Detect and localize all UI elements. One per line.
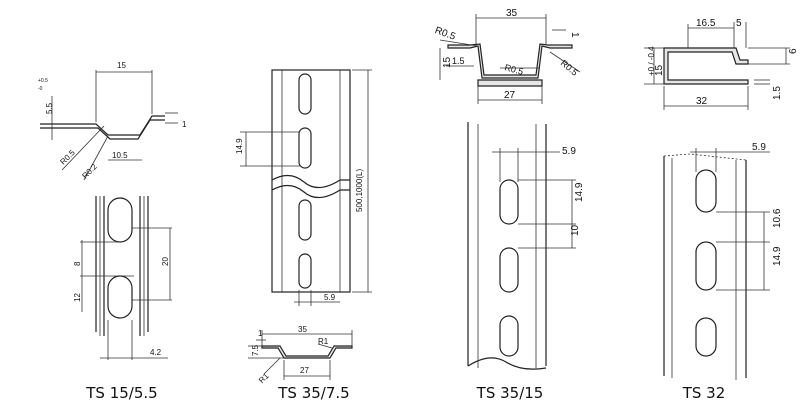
ts15-thickness: 1 [182,120,187,129]
ts32-height: 15 [654,64,665,76]
ts35-75-r1: R1 [318,337,329,346]
ts32-slot-len: 14.9 [772,246,783,266]
ts35-75-rail-view: 14.9 500,1000(L) 5.9 [235,69,372,306]
ts35-15-top-width: 35 [506,8,518,19]
ts35-15-r-right: R0.5 [559,58,580,78]
ts35-15-inner: 1.5 [452,56,465,66]
ts15-slot-pitch: 20 [161,257,170,266]
ts35-15-r-mid: R0.5 [503,62,524,77]
caption-ts32: TS 32 [682,384,726,402]
ts35-15-height: 15 [442,56,453,68]
ts15-top-width: 15 [117,61,126,70]
ts15-profile: 15 5.5 +0.5 -0 1 R0.5 R0.2 10.5 [38,61,187,180]
ts15-r2: R0.2 [80,162,99,181]
ts32-rail-view: 5.9 10.6 14.9 [663,142,783,380]
ts35-15-profile: 35 1 R0.5 1.5 R0.5 R0.5 15 27 [433,8,581,104]
ts35-15-thickness: 1 [569,32,580,38]
ts35-75-r1b: R1 [257,371,271,385]
ts32-slot-gap: 10.6 [772,208,783,228]
ts15-bottom-width: 10.5 [112,151,128,160]
ts35-15-slot-len: 14.9 [574,182,585,202]
ts35-75-length: 500,1000(L) [355,169,364,212]
ts35-75-height: 7.5 [251,344,260,356]
ts15-rail-view: 8 12 20 4.2 [73,196,172,360]
ts32-slot-w: 5.9 [752,142,766,153]
ts35-75-profile: 35 1 7.5 R1 R1 27 [248,325,353,385]
caption-ts35-75: TS 35/7.5 [278,384,350,402]
ts15-slot-w: 4.2 [150,348,162,357]
ts35-15-r-left: R0.5 [433,25,457,43]
ts35-15-rail-view: 5.9 14.9 10 [467,122,585,370]
ts35-75-slot-w: 5.9 [324,293,336,302]
ts32-height-tol: +0 / -0.4 [647,46,656,76]
ts35-75-thickness: 1 [258,329,263,338]
caption-ts15: TS 15/5.5 [86,384,158,402]
ts32-top-width: 16.5 [696,18,716,29]
ts15-height-tol-lower: -0 [38,86,43,92]
ts15-height-tol-upper: +0.5 [38,78,48,84]
ts35-15-slot-gap: 10 [570,224,581,236]
ts35-75-bottom-width: 27 [300,366,309,375]
ts35-15-slot-w: 5.9 [562,146,576,157]
caption-ts35-15: TS 35/15 [476,384,544,402]
ts15-height: 5.5 [45,102,54,114]
ts15-slot-gap: 8 [73,261,82,266]
ts35-75-top-width: 35 [298,325,307,334]
ts32-depth: 6 [788,48,799,54]
ts32-thickness: 1.5 [772,86,783,100]
ts35-15-bottom-width: 27 [504,90,516,101]
ts32-width: 32 [696,96,708,107]
ts32-lip: 5 [736,18,742,29]
ts35-75-slot-len: 14.9 [235,138,244,154]
ts32-profile: 16.5 5 15 +0 / -0.4 6 32 1.5 [644,18,799,110]
ts15-slot-len: 12 [73,293,82,302]
